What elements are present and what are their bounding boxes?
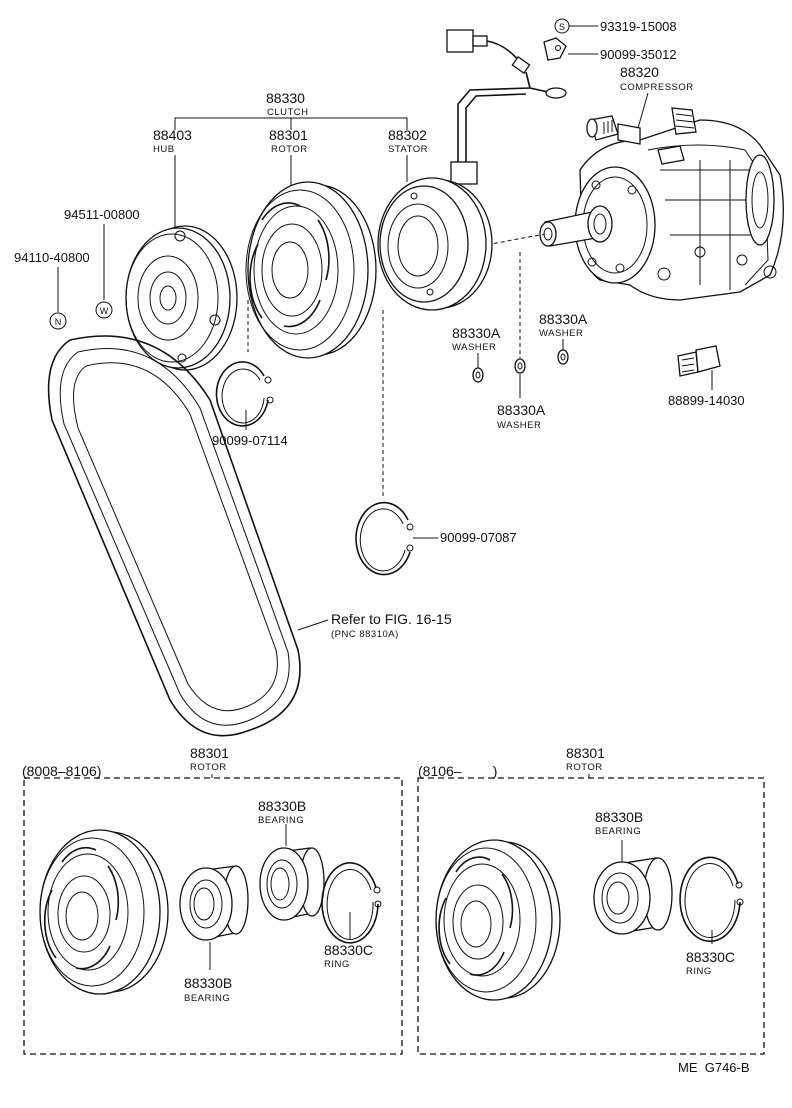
left-ring-name: RING <box>324 959 350 970</box>
washer-label-right: WASHER <box>539 328 583 339</box>
part-90099-35012: 90099-35012 <box>600 47 677 62</box>
left-ring-part-number: 88330C <box>324 942 373 958</box>
clutch-stator <box>377 177 493 311</box>
part-94110-40800: 94110-40800 <box>14 250 90 265</box>
s-symbol: S <box>554 18 570 34</box>
rotor-label: ROTOR <box>271 144 308 155</box>
clutch-rotor <box>245 181 377 359</box>
right-bearing-part-number: 88330B <box>595 809 643 825</box>
part-90099-07087: 90099-07087 <box>440 530 517 545</box>
part-88330a-left: 88330A <box>452 325 501 341</box>
part-94511-00800: 94511-00800 <box>64 207 140 222</box>
compressor <box>539 107 784 301</box>
part-88301: 88301 <box>269 127 308 143</box>
right-rotor <box>435 839 561 1001</box>
left-variant-box <box>23 777 403 1055</box>
washer-label-left: WASHER <box>452 342 496 353</box>
left-snap-ring <box>321 862 382 944</box>
svg-text:N: N <box>55 317 62 327</box>
left-bearing-2-part-number: 88330B <box>258 798 306 814</box>
w-washer-symbol: W <box>95 301 113 319</box>
right-ring-name: RING <box>686 966 712 977</box>
right-bearing <box>593 857 673 935</box>
clutch-hub <box>125 225 238 371</box>
part-88330a-right: 88330A <box>539 311 588 327</box>
left-rotor-name: ROTOR <box>190 762 227 773</box>
bracket-part <box>543 37 567 61</box>
svg-text:S: S <box>559 22 565 32</box>
stator-label: STATOR <box>388 144 428 155</box>
washer-right <box>557 349 569 365</box>
left-date-range: (8008–8106) <box>22 763 101 779</box>
v-belt <box>47 335 301 737</box>
left-rotor-part-number: 88301 <box>190 745 229 761</box>
right-snap-ring <box>679 856 744 943</box>
svg-text:W: W <box>100 306 109 316</box>
thermo-switch <box>677 345 721 377</box>
wire-harness <box>446 29 567 185</box>
left-bearing-2-name: BEARING <box>258 815 304 826</box>
right-ring-part-number: 88330C <box>686 949 735 965</box>
refer-figure-note: Refer to FIG. 16-15 <box>331 611 452 627</box>
clutch-label: CLUTCH <box>267 107 309 118</box>
part-88899-14030: 88899-14030 <box>668 393 745 408</box>
washer-left <box>472 367 484 383</box>
part-88403: 88403 <box>153 127 192 143</box>
snap-ring-90099-07087 <box>355 501 414 576</box>
part-88330: 88330 <box>266 90 305 106</box>
right-bearing-name: BEARING <box>595 826 641 837</box>
right-rotor-name: ROTOR <box>566 762 603 773</box>
washer-label-middle: WASHER <box>497 420 541 431</box>
left-bearing-1-part-number: 88330B <box>184 975 232 991</box>
compressor-label: COMPRESSOR <box>620 82 694 93</box>
hub-label: HUB <box>153 144 175 155</box>
snap-ring-90099-07114 <box>215 361 274 427</box>
part-88302: 88302 <box>388 127 427 143</box>
left-bearing-2 <box>259 847 325 921</box>
figure-code: ME G746-B <box>678 1060 750 1075</box>
left-rotor <box>39 829 169 995</box>
right-date-range: (8106– ) <box>418 763 497 779</box>
right-rotor-part-number: 88301 <box>566 745 605 761</box>
washer-middle <box>514 358 526 374</box>
part-90099-07114: 90099-07114 <box>212 433 288 448</box>
left-bearing-1 <box>179 865 249 941</box>
part-93319-15008: 93319-15008 <box>600 19 677 34</box>
left-bearing-1-name: BEARING <box>184 993 230 1004</box>
part-88320: 88320 <box>620 64 659 80</box>
part-88330a-middle: 88330A <box>497 402 546 418</box>
n-nut-symbol: N <box>49 312 67 330</box>
pnc-note: (PNC 88310A) <box>331 629 399 640</box>
right-variant-box <box>417 777 765 1055</box>
